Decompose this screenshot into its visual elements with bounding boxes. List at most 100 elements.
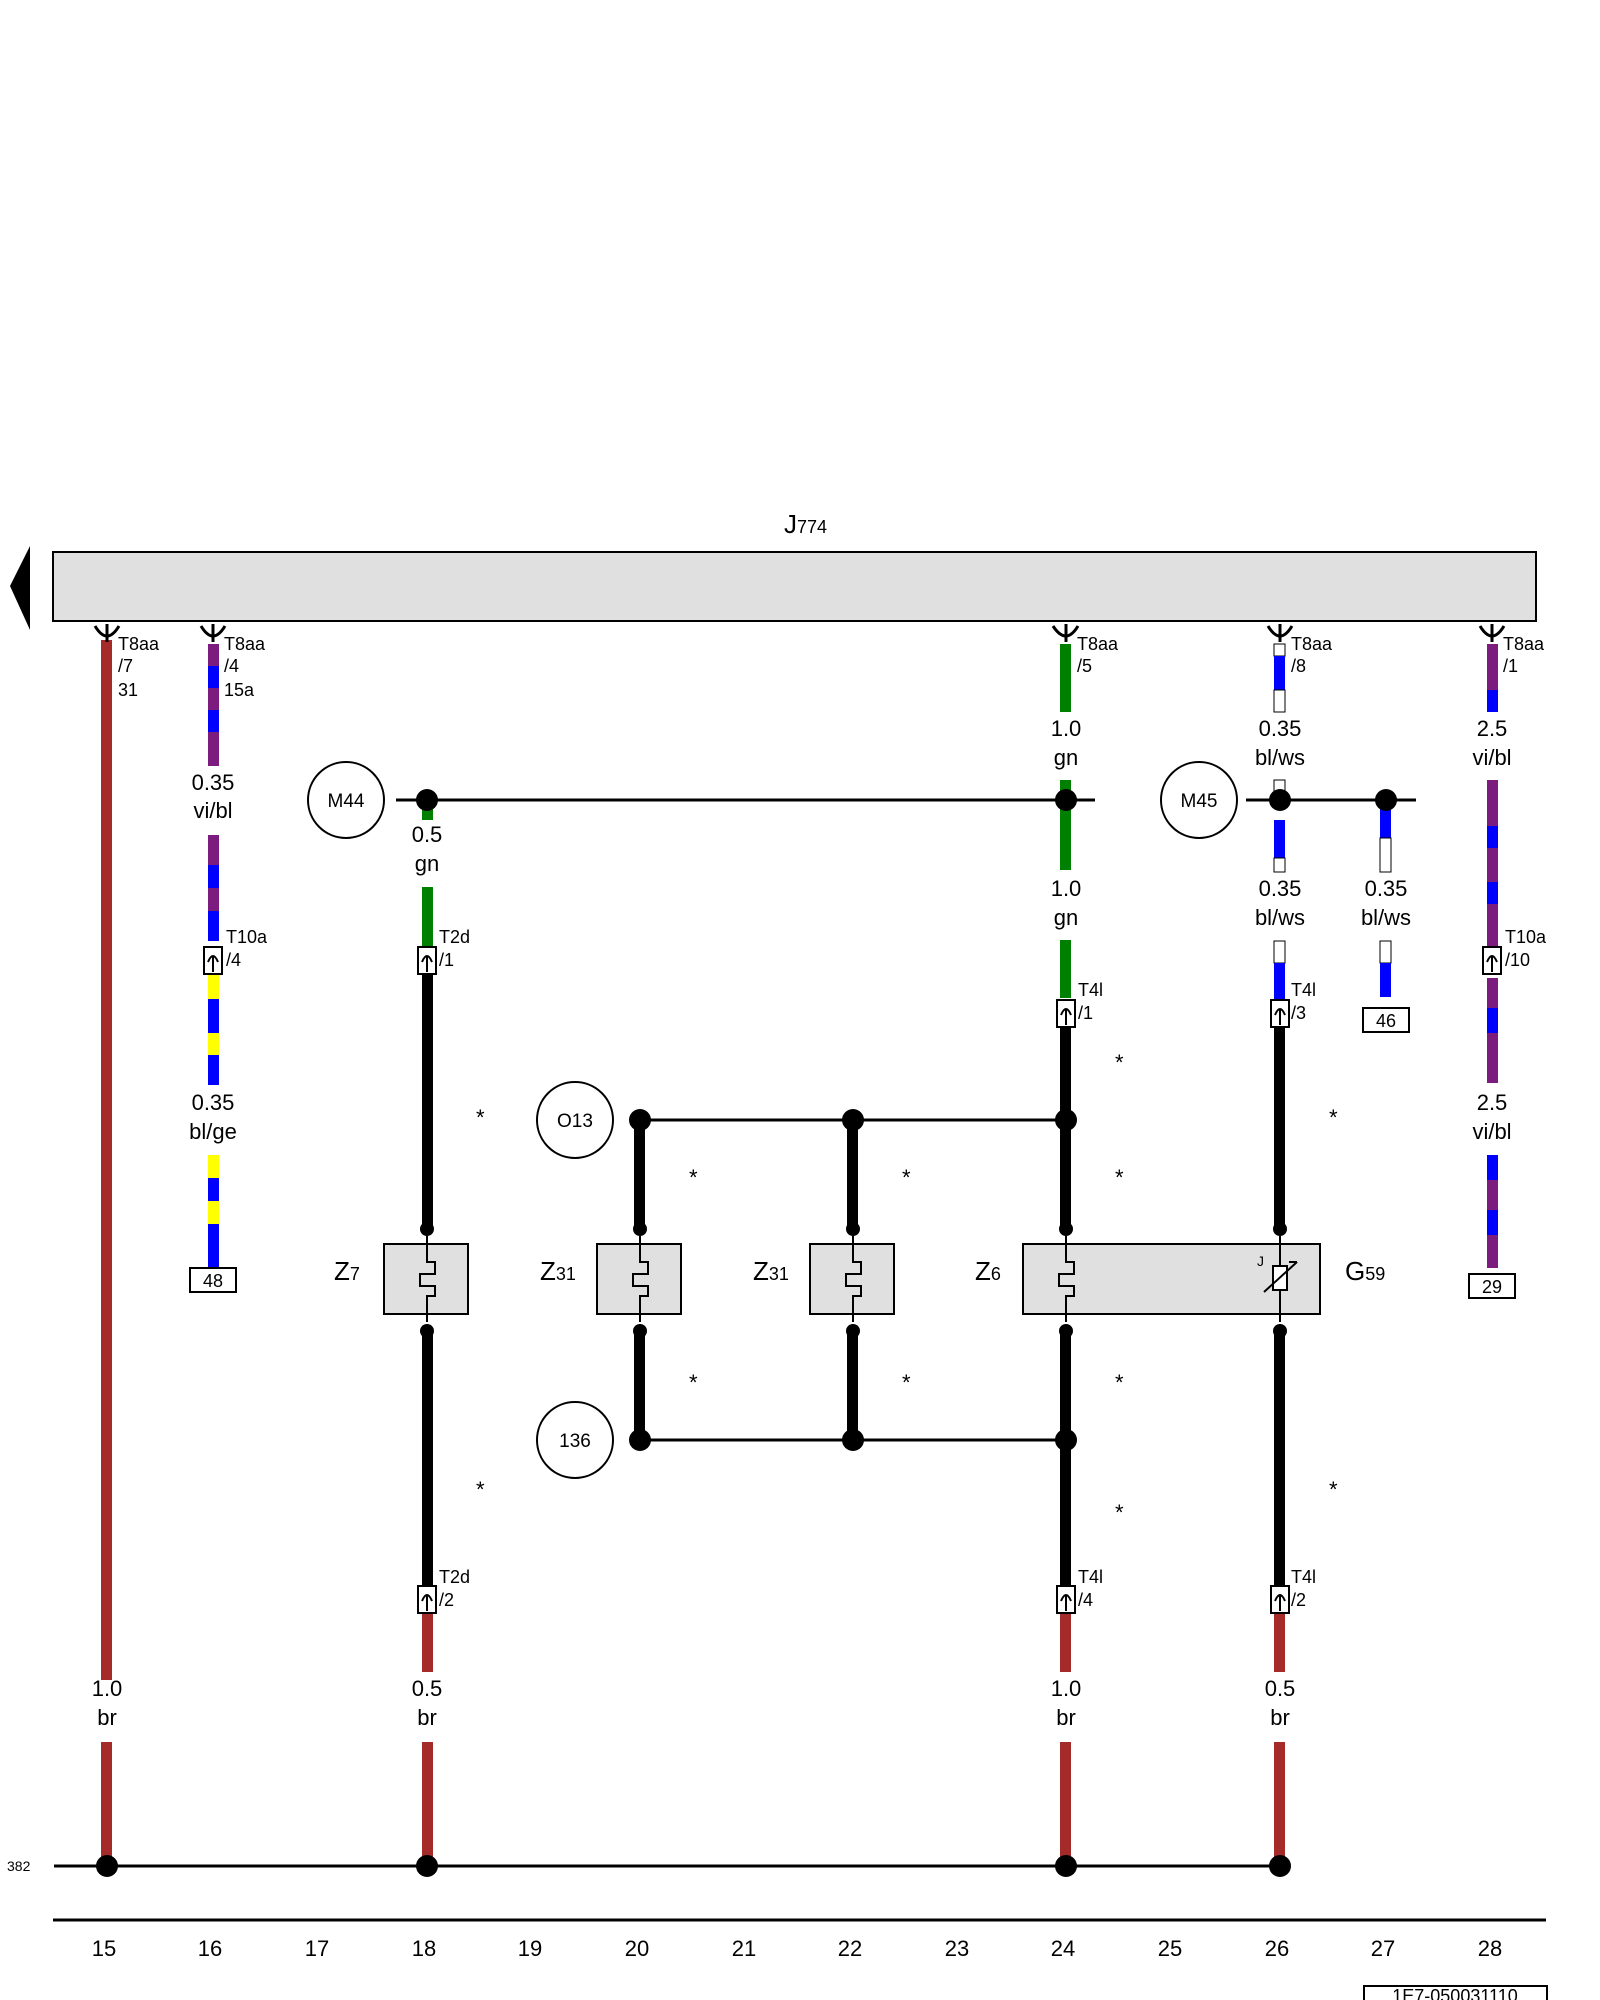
svg-text:/2: /2 (1291, 1590, 1306, 1610)
svg-text:/1: /1 (439, 950, 454, 970)
svg-text:/8: /8 (1291, 656, 1306, 676)
heater-z31-a (596, 1236, 682, 1322)
svg-text:18: 18 (412, 1936, 436, 1961)
svg-text:17: 17 (305, 1936, 329, 1961)
svg-text:*: * (476, 1105, 485, 1130)
wire-label-col16-mid: 0.35 bl/ge (189, 1090, 237, 1144)
junction-dots (96, 789, 1397, 1877)
svg-text:/10: /10 (1505, 950, 1530, 970)
node-m45[interactable]: M45 (1160, 761, 1238, 839)
wire-label-col26-top: 0.35 bl/ws (1255, 716, 1305, 770)
svg-text:vi/bl: vi/bl (1472, 1119, 1511, 1144)
wire-label-col15-bottom: 1.0 br (92, 1676, 123, 1730)
svg-text:br: br (1270, 1705, 1290, 1730)
wire-col28 (1487, 644, 1498, 1268)
svg-text:15: 15 (92, 1936, 116, 1961)
svg-text:gn: gn (1054, 905, 1078, 930)
svg-text:31: 31 (118, 680, 138, 700)
label-z31-a: Z31 (540, 1256, 576, 1286)
svg-text:bl/ws: bl/ws (1361, 905, 1411, 930)
svg-text:*: * (1115, 1165, 1124, 1190)
svg-text:/7: /7 (118, 656, 133, 676)
svg-text:br: br (1056, 1705, 1076, 1730)
svg-text:T8aa: T8aa (1077, 634, 1119, 654)
wire-label-col27-mid: 0.35 bl/ws (1361, 876, 1411, 930)
wire-label-col24-top: 1.0 gn (1051, 716, 1082, 770)
heater-z6-sensor-g59: J (1022, 1236, 1321, 1322)
svg-text:T8aa: T8aa (1291, 634, 1333, 654)
svg-text:29: 29 (1482, 1277, 1502, 1297)
wire-label-col16-top: 0.35 vi/bl (192, 770, 235, 823)
svg-text:O13: O13 (557, 1111, 593, 1132)
ref-box-29[interactable]: 29 (1468, 1273, 1516, 1299)
pin-label-col26: T8aa /8 (1291, 634, 1333, 676)
wire-col16 (208, 644, 219, 1268)
svg-text:vi/bl: vi/bl (1472, 745, 1511, 770)
svg-text:28: 28 (1478, 1936, 1502, 1961)
svg-text:16: 16 (198, 1936, 222, 1961)
svg-text:/5: /5 (1077, 656, 1092, 676)
wire-label-col18-bottom: 0.5 br (412, 1676, 443, 1730)
svg-text:1.0: 1.0 (1051, 876, 1082, 901)
svg-text:T10a: T10a (226, 927, 268, 947)
svg-text:2.5: 2.5 (1477, 716, 1508, 741)
svg-text:/4: /4 (224, 656, 239, 676)
svg-text:22: 22 (838, 1936, 862, 1961)
wire-col22 (847, 1120, 858, 1440)
node-o13[interactable]: O13 (536, 1081, 614, 1159)
svg-text:1.0: 1.0 (1051, 1676, 1082, 1701)
svg-text:br: br (417, 1705, 437, 1730)
svg-text:J: J (1257, 1253, 1264, 1269)
svg-text:27: 27 (1371, 1936, 1395, 1961)
svg-text:0.5: 0.5 (1265, 1676, 1296, 1701)
ground-reference-382: 382 (7, 1858, 31, 1874)
wire-col26 (1273, 643, 1286, 1864)
svg-text:1.0: 1.0 (92, 1676, 123, 1701)
ref-box-48[interactable]: 48 (189, 1267, 237, 1293)
heater-z7 (383, 1236, 469, 1322)
node-m44[interactable]: M44 (307, 761, 385, 839)
page-continuation-arrow-icon[interactable] (10, 546, 30, 630)
svg-text:*: * (902, 1370, 911, 1395)
svg-text:46: 46 (1376, 1011, 1396, 1031)
svg-text:T4l: T4l (1078, 980, 1103, 1000)
label-z7: Z7 (334, 1256, 360, 1286)
svg-text:T2d: T2d (439, 1567, 470, 1587)
wire-col20 (634, 1120, 645, 1440)
svg-text:*: * (689, 1370, 698, 1395)
svg-text:0.35: 0.35 (192, 770, 235, 795)
svg-text:48: 48 (203, 1271, 223, 1291)
svg-text:0.35: 0.35 (192, 1090, 235, 1115)
wire-label-col28-top: 2.5 vi/bl (1472, 716, 1511, 770)
svg-text:bl/ws: bl/ws (1255, 905, 1305, 930)
wire-label-col18-mid: 0.5 gn (412, 822, 443, 876)
pin-symbols (93, 624, 1506, 642)
connector-t10a-10: T10a /10 (1482, 927, 1547, 975)
ref-box-46[interactable]: 46 (1362, 1007, 1410, 1033)
svg-text:/1: /1 (1078, 1003, 1093, 1023)
connector-t2d-2: T2d /2 (417, 1567, 470, 1614)
bus-lines (53, 798, 1546, 1922)
connector-t4l-4: T4l /4 (1056, 1567, 1103, 1614)
document-id: 1E7-050031110 (1363, 1985, 1548, 2000)
pin-label-col16: T8aa /4 15a (224, 634, 266, 700)
svg-text:20: 20 (625, 1936, 649, 1961)
column-numbers: 15 16 17 18 19 20 21 22 23 24 25 26 27 2… (92, 1936, 1502, 1961)
svg-text:T4l: T4l (1291, 1567, 1316, 1587)
svg-text:bl/ws: bl/ws (1255, 745, 1305, 770)
svg-text:/4: /4 (1078, 1590, 1093, 1610)
wire-label-col24-mid: 1.0 gn (1051, 876, 1082, 930)
svg-text:0.5: 0.5 (412, 1676, 443, 1701)
svg-text:21: 21 (732, 1936, 756, 1961)
svg-text:15a: 15a (224, 680, 255, 700)
svg-text:24: 24 (1051, 1936, 1075, 1961)
svg-text:0.35: 0.35 (1259, 876, 1302, 901)
wire-col15 (101, 640, 112, 1864)
node-136[interactable]: 136 (536, 1401, 614, 1479)
svg-text:/1: /1 (1503, 656, 1518, 676)
connector-t2d-1: T2d /1 (417, 927, 470, 975)
svg-text:0.35: 0.35 (1365, 876, 1408, 901)
label-z6: Z6 (975, 1256, 1001, 1286)
svg-text:T8aa: T8aa (224, 634, 266, 654)
